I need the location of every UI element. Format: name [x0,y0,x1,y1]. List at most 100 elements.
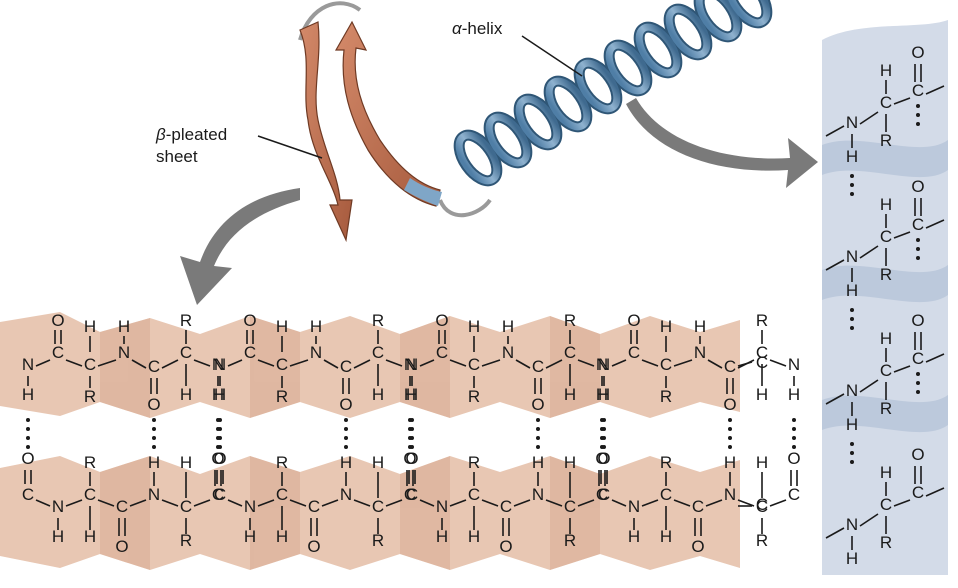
atom-O: O [595,449,608,468]
atom-H: H [404,385,416,404]
bond-line [385,499,403,507]
hydrogen-bond-dot [850,192,854,196]
atom-R: R [880,533,892,552]
hydrogen-bond-dot [792,445,796,449]
bond-line [449,359,467,367]
hydrogen-bond-dot [26,418,30,422]
bond-line [825,393,845,405]
atom-R: R [880,265,892,284]
bond-line [545,499,563,507]
bond-line [385,359,403,367]
hydrogen-bond-dot [602,418,606,422]
hydrogen-bond-dot [916,256,920,260]
atom-O: O [243,311,256,330]
atom-H: H [372,453,384,472]
hydrogen-bond-dot [850,451,854,455]
hydrogen-bond-dot [218,445,222,449]
atom-R: R [468,453,480,472]
atom-H: H [436,527,448,546]
atom-C: C [880,495,892,514]
atom-N: N [340,485,352,504]
bond-line [925,219,945,229]
atom-O: O [115,537,128,556]
atom-H: H [310,317,322,336]
beta-sheet-chemistry: NCOCHRNHCOCRHNHHOCNHCRHCONHCHRCONCOCHRNH… [21,311,800,556]
terminal-carbon-bottom: C [756,495,768,514]
atom-H: H [756,385,768,404]
atom-O: O [213,449,226,468]
atom-C: C [880,93,892,112]
atom-C: C [880,361,892,380]
bond-line [353,499,371,507]
atom-N: N [118,343,130,362]
atom-H: H [598,385,610,404]
bond-line [481,499,499,507]
atom-R: R [372,531,384,550]
bond-line [161,499,179,507]
bond-line [257,499,275,507]
atom-C: C [308,497,320,516]
hydrogen-bond-dot [792,436,796,440]
hydrogen-bond-dot [850,317,854,321]
atom-N: N [724,485,736,504]
bond-line [35,499,51,507]
alpha-helix-label: α-helix [452,19,503,38]
hydrogen-bond-dot [916,238,920,242]
hydrogen-bond-dot [26,427,30,431]
beta-strand-2 [334,20,441,207]
atom-H: H [756,453,768,472]
atom-R: R [660,387,672,406]
atom-H: H [276,317,288,336]
atom-H: H [148,453,160,472]
atom-H: H [22,385,34,404]
atom-H: H [880,61,892,80]
atom-H: H [118,317,130,336]
hydrogen-bond-dot [728,436,732,440]
atom-N: N [502,343,514,362]
atom-C: C [404,485,416,504]
atom-R: R [372,311,384,330]
hydrogen-bond-dot [602,436,606,440]
atom-N: N [212,355,224,374]
atom-C: C [180,343,192,362]
bond-line [859,513,879,527]
atom-C: C [276,355,288,374]
atom-N: N [628,497,640,516]
hydrogen-bond-dot [728,445,732,449]
atom-C: C [212,485,224,504]
hydrogen-bond-dot [916,122,920,126]
atom-N: N [148,485,160,504]
bond-line [859,111,879,125]
atom-N: N [310,343,322,362]
atom-N: N [214,355,226,374]
atom-R: R [276,453,288,472]
bond-line [193,499,211,507]
atom-C: C [628,343,640,362]
bond-line [65,359,83,367]
hydrogen-bond-dot [792,418,796,422]
bond-line [641,499,659,507]
hydrogen-bond-dot [152,418,156,422]
atom-C: C [660,485,672,504]
atom-H: H [502,317,514,336]
atom-R: R [880,131,892,150]
hydrogen-bond-dot [410,418,414,422]
bond-line [893,365,911,373]
bond-line [825,259,845,271]
atom-C: C [468,355,480,374]
hydrogen-bond-dot [344,427,348,431]
bond-line [227,499,243,507]
atom-O: O [723,395,736,414]
bond-line [825,527,845,539]
bond-line [449,499,467,507]
atom-O: O [403,449,416,468]
atom-O: O [531,395,544,414]
atom-O: O [211,449,224,468]
hydrogen-bond-dot [536,436,540,440]
bond-line [65,499,83,507]
atom-C: C [788,485,800,504]
atom-N: N [694,343,706,362]
hydrogen-bond-dot [152,445,156,449]
